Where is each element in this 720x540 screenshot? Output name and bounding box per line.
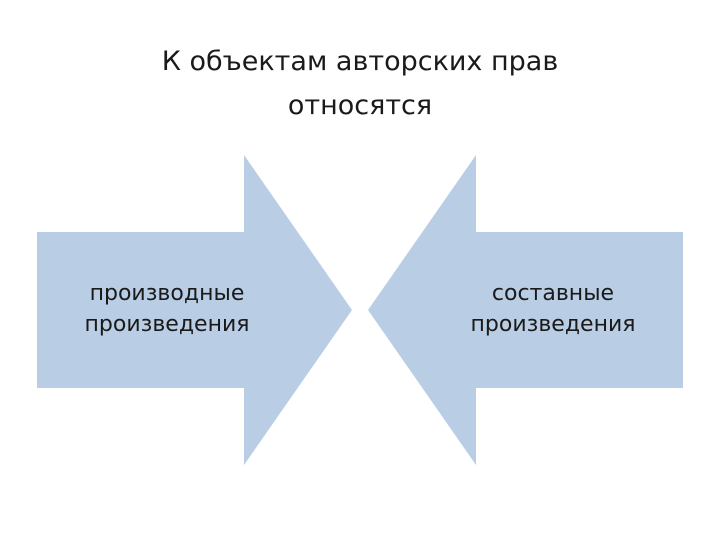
composite-works-label-line-1: составные (491, 281, 615, 306)
left-pointing-arrow (368, 155, 683, 465)
composite-works-label-line-2: произведения (470, 312, 636, 337)
slide-title-line-2: относятся (287, 90, 433, 122)
right-pointing-arrow (37, 155, 352, 465)
slide-title-line-1: К объектам авторских прав (161, 46, 559, 78)
slide-title: К объектам авторских прав относятся (0, 40, 720, 128)
derivative-works-label-line-1: производные (89, 281, 245, 306)
derivative-works-label-line-2: произведения (84, 312, 250, 337)
derivative-works-label: производные произведения (42, 278, 292, 340)
composite-works-label: составные произведения (428, 278, 678, 340)
